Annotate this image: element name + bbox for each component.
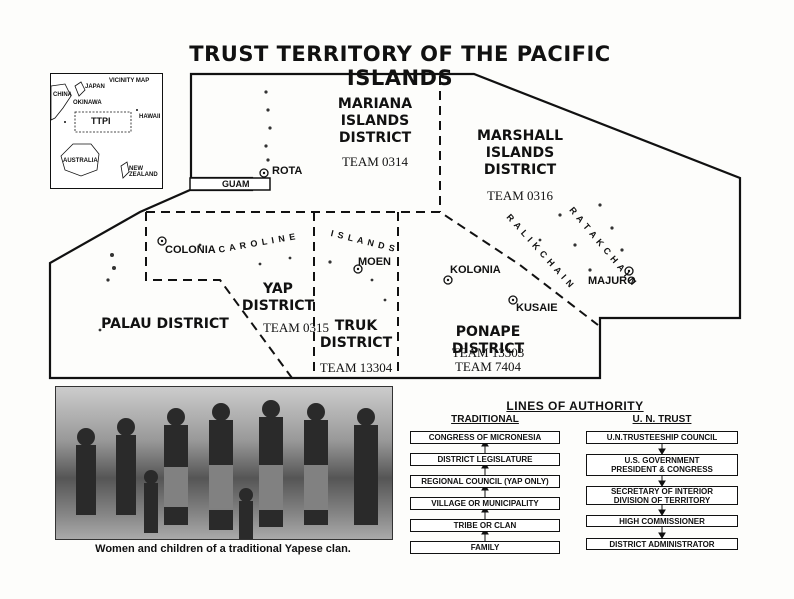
photo-caption: Women and children of a traditional Yape… [95,543,351,555]
label-new-zealand: NEW ZEALAND [129,166,158,178]
trad-congress: CONGRESS OF MICRONESIA [410,431,560,444]
boundary-caroline-north [146,211,599,326]
district-marshall: MARSHALL ISLANDS DISTRICT [470,128,570,179]
district-truk: TRUK DISTRICT [318,318,394,352]
boundary-yap [145,212,293,379]
photo-figures [76,400,378,539]
team-mariana: TEAM 0314 [341,154,409,169]
page-title: TRUST TERRITORY OF THE PACIFIC ISLANDS [189,42,611,90]
district-mariana-line3: DISTRICT [338,130,412,146]
place-rota: ROTA [272,165,303,177]
team-ponape-1: TEAM 13303 [451,345,525,360]
place-kusaie: KUSAIE [516,302,558,314]
vicinity-map: VICINITY MAP CHINA JAPAN OKINAWA HAWAII … [50,73,163,189]
trad-tribe: TRIBE OR CLAN [410,519,560,532]
trad-legislature: DISTRICT LEGISLATURE [410,453,560,466]
island-markers [98,90,624,332]
team-ponape-2: TEAM 7404 [454,359,522,374]
label-okinawa: OKINAWA [73,100,102,106]
capital-markers [157,168,634,305]
un-us-government: U.S. GOVERNMENT PRESIDENT & CONGRESS [586,454,738,476]
place-kolonia: KOLONIA [450,264,501,276]
un-high-commissioner: HIGH COMMISSIONER [586,515,738,527]
guam-box [189,177,271,191]
team-truk: TEAM 13304 [319,360,393,375]
district-truk-line1: TRUK [334,318,378,334]
district-marshall-line3: DISTRICT [483,162,557,178]
yapese-clan-photo [55,386,393,540]
place-moen: MOEN [358,256,391,268]
district-yap-line1: YAP [263,281,293,297]
label-japan: JAPAN [85,84,105,90]
team-marshall: TEAM 0316 [486,188,554,203]
place-colonia: COLONIA [165,244,216,256]
trad-regional-council: REGIONAL COUNCIL (YAP ONLY) [410,475,560,488]
district-yap-line2: DISTRICT [241,298,315,314]
district-ponape: PONAPE DISTRICT [451,324,525,357]
district-palau: PALAU DISTRICT [101,316,229,332]
un-trust-heading: U. N. TRUST [632,414,692,425]
place-majuro: MAJURO [588,275,636,287]
trad-family: FAMILY [410,541,560,554]
team-yap: TEAM 0315 [262,320,330,335]
lines-of-authority-title: LINES OF AUTHORITY [506,399,644,413]
label-china: CHINA [53,92,72,98]
vicinity-map-graphic [50,81,138,179]
label-hawaii: HAWAII [139,114,161,120]
vicinity-map-title: VICINITY MAP [109,78,150,84]
district-mariana-line2: ISLANDS [340,113,410,129]
un-secretary-interior: SECRETARY OF INTERIOR DIVISION OF TERRIT… [586,486,738,505]
un-trusteeship-council: U.N.TRUSTEESHIP COUNCIL [586,431,738,444]
district-marshall-line2: ISLANDS [485,145,555,161]
district-mariana: MARIANA ISLANDS DISTRICT [330,96,420,147]
district-yap: YAP DISTRICT [240,281,316,315]
un-district-administrator: DISTRICT ADMINISTRATOR [586,538,738,550]
trad-village: VILLAGE OR MUNICIPALITY [410,497,560,510]
traditional-heading: TRADITIONAL [451,414,519,425]
district-mariana-line1: MARIANA [337,96,413,112]
district-truk-line2: DISTRICT [319,335,393,351]
place-guam: GUAM [222,179,250,189]
label-australia: AUSTRALIA [63,158,98,164]
district-marshall-line1: MARSHALL [476,128,564,144]
label-ttpi: TTPI [91,116,111,126]
